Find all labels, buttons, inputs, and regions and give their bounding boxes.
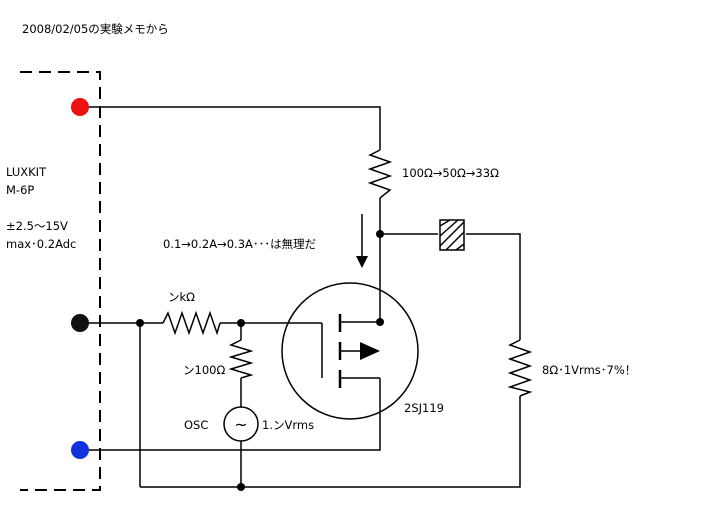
junction-dot — [376, 318, 384, 326]
max-current: max･0.2Adc — [6, 237, 76, 251]
junction-dot — [237, 319, 245, 327]
load-label: 8Ω･1Vrms･7%！ — [542, 363, 636, 377]
negative-terminal — [71, 441, 89, 459]
bias-resistor — [228, 339, 254, 379]
coupling-capacitor — [439, 219, 465, 251]
load-return-wire — [140, 396, 521, 488]
mosfet-symbol — [281, 282, 419, 420]
memo-title: 2008/02/05の実験メモから — [22, 22, 169, 36]
voltage-range: ±2.5〜15V — [6, 219, 68, 233]
osc-source — [223, 406, 259, 442]
power-supply-name: LUXKIT — [6, 165, 47, 179]
transistor-label: 2SJ119 — [404, 401, 444, 415]
junction-dot — [237, 483, 245, 491]
junction-dot — [376, 230, 384, 238]
cap-right-wire — [466, 233, 521, 340]
positive-terminal — [71, 98, 89, 116]
osc-level-label: 1.ンVrms — [262, 418, 314, 432]
gate-resistor-label: ンkΩ — [168, 290, 195, 304]
power-supply-model: M-6P — [6, 183, 34, 197]
bias-resistor-label: ン100Ω — [183, 363, 225, 377]
gate-resistor — [162, 310, 221, 336]
current-arrow-head — [356, 256, 368, 268]
osc-label: OSC — [184, 418, 208, 432]
load-resistor — [507, 339, 533, 397]
positive-rail-wire — [80, 106, 381, 150]
current-note: 0.1→0.2A→0.3A･･･は無理だ — [163, 237, 316, 251]
negative-rail-wire — [80, 378, 381, 451]
drain-resistor-label: 100Ω→50Ω→33Ω — [402, 166, 499, 180]
drain-resistor — [367, 149, 393, 199]
sine-wave-icon: ~ — [234, 415, 247, 434]
power-supply-box — [20, 71, 101, 491]
ground-terminal — [71, 314, 89, 332]
junction-dot — [136, 319, 144, 327]
